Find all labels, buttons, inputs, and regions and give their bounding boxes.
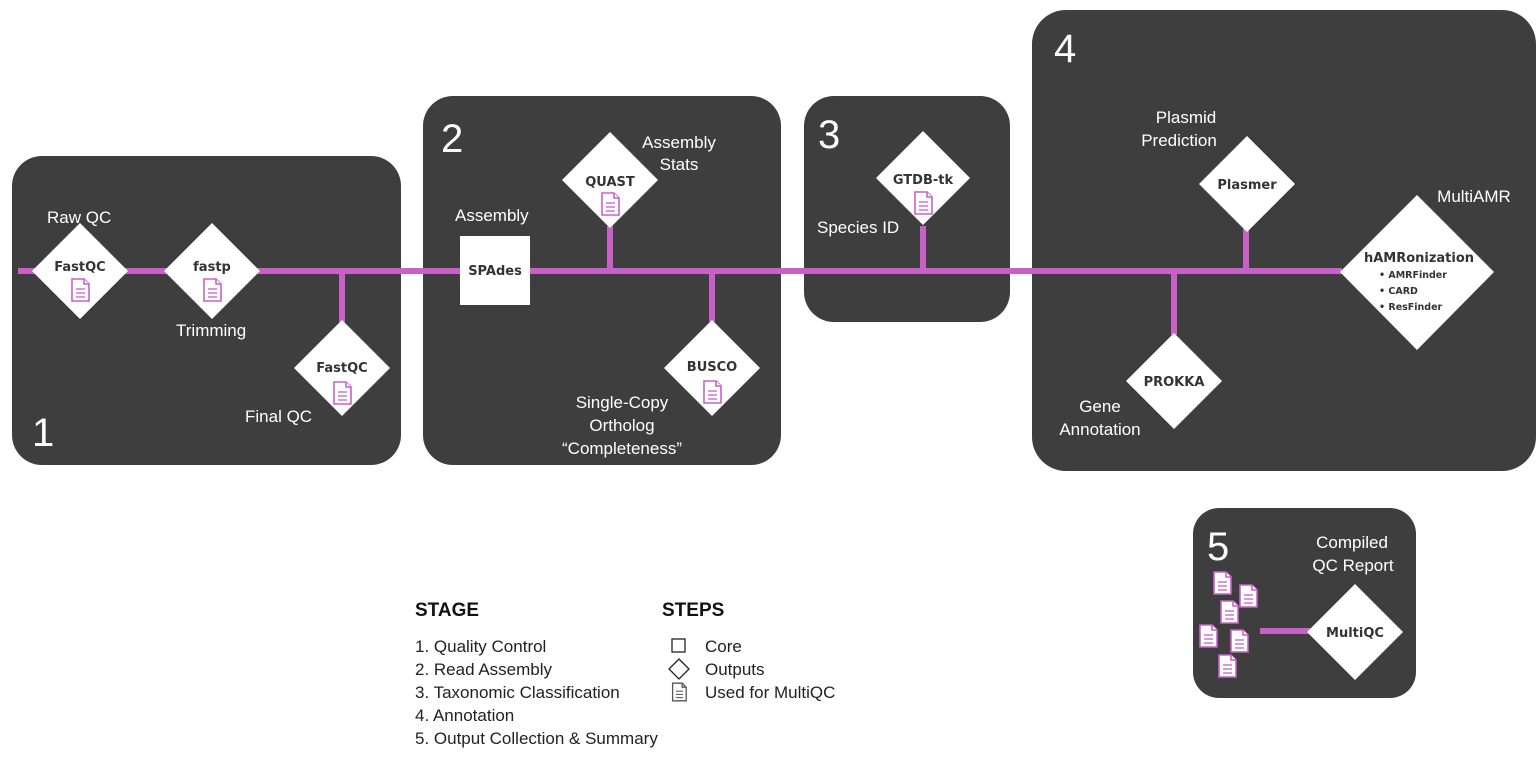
document-icon [1230, 629, 1249, 653]
gtdbtk-label: GTDB-tk [893, 173, 954, 188]
label-raw-qc: Raw QC [47, 208, 111, 227]
legend-stage-4: 4. Annotation [415, 706, 514, 725]
label-completeness: “Completeness” [562, 439, 682, 458]
hamronization-node [1340, 195, 1494, 350]
fastqc-final-label: FastQC [316, 361, 367, 376]
busco-node [664, 320, 760, 416]
legend-stage-5: 5. Output Collection & Summary [415, 729, 658, 748]
label-final-qc: Final QC [245, 407, 312, 426]
label-single-copy: Single-Copy [576, 393, 669, 412]
fastqc-raw-node [32, 223, 128, 319]
label-assembly-stats-2: Stats [660, 155, 699, 174]
fastp-node [164, 223, 260, 319]
stage-3-number: 3 [818, 113, 840, 157]
document-icon [71, 278, 90, 302]
legend-step-outputs: Outputs [705, 660, 765, 679]
multiqc-label: MultiQC [1326, 626, 1384, 641]
label-prediction: Prediction [1141, 131, 1217, 150]
prokka-node [1126, 333, 1222, 429]
document-icon [601, 192, 620, 216]
document-icon [1220, 600, 1239, 624]
stage-5-number: 5 [1207, 525, 1229, 569]
label-assembly: Assembly [455, 206, 529, 225]
label-ortholog: Ortholog [589, 416, 654, 435]
document-icon [203, 278, 222, 302]
document-icon [703, 380, 722, 404]
hamronization-label: hAMRonization [1364, 251, 1474, 266]
spades-node [460, 236, 530, 305]
document-icon [1199, 624, 1218, 648]
document-icon [1213, 571, 1232, 595]
label-species-id: Species ID [817, 218, 899, 237]
legend-step-core: Core [705, 637, 742, 656]
document-icon [914, 191, 933, 215]
hamronization-item-resfinder: • ResFinder [1379, 302, 1443, 313]
stage-1-number: 1 [32, 411, 54, 455]
document-icon [1239, 584, 1258, 608]
legend-step-used-for-multiqc: Used for MultiQC [705, 683, 835, 702]
quast-node [562, 132, 658, 228]
square-icon [671, 638, 686, 653]
legend-stage-3: 3. Taxonomic Classification [415, 683, 620, 702]
fastqc-raw-label: FastQC [54, 260, 105, 275]
fastqc-final-node [294, 320, 390, 416]
document-icon [333, 381, 352, 405]
label-trimming: Trimming [176, 321, 246, 340]
diamond-icon [668, 658, 690, 680]
multiqc-node [1307, 584, 1403, 680]
stage-2-number: 2 [441, 117, 463, 161]
label-qc-report: QC Report [1312, 556, 1394, 575]
legend-stage-1: 1. Quality Control [415, 637, 546, 656]
document-icon [1218, 654, 1237, 678]
legend-stage-heading: STAGE [415, 600, 479, 621]
label-compiled: Compiled [1316, 533, 1388, 552]
plasmer-label: Plasmer [1217, 178, 1277, 193]
label-multiamr: MultiAMR [1437, 187, 1511, 206]
document-icon [671, 682, 687, 702]
hamronization-item-card: • CARD [1379, 286, 1418, 297]
label-assembly-stats-1: Assembly [642, 133, 716, 152]
quast-label: QUAST [585, 175, 635, 190]
prokka-label: PROKKA [1144, 375, 1205, 390]
label-gene: Gene [1079, 397, 1121, 416]
label-plasmid: Plasmid [1156, 108, 1216, 127]
hamronization-item-amrfinder: • AMRFinder [1379, 270, 1447, 281]
spades-label: SPAdes [468, 264, 522, 279]
label-annotation: Annotation [1059, 420, 1140, 439]
busco-label: BUSCO [687, 360, 737, 375]
gtdbtk-node [876, 131, 970, 225]
legend-steps-heading: STEPS [662, 600, 724, 621]
legend-stage-2: 2. Read Assembly [415, 660, 553, 679]
fastp-label: fastp [193, 260, 231, 275]
stage-4-number: 4 [1054, 27, 1076, 71]
plasmer-node [1199, 136, 1295, 232]
